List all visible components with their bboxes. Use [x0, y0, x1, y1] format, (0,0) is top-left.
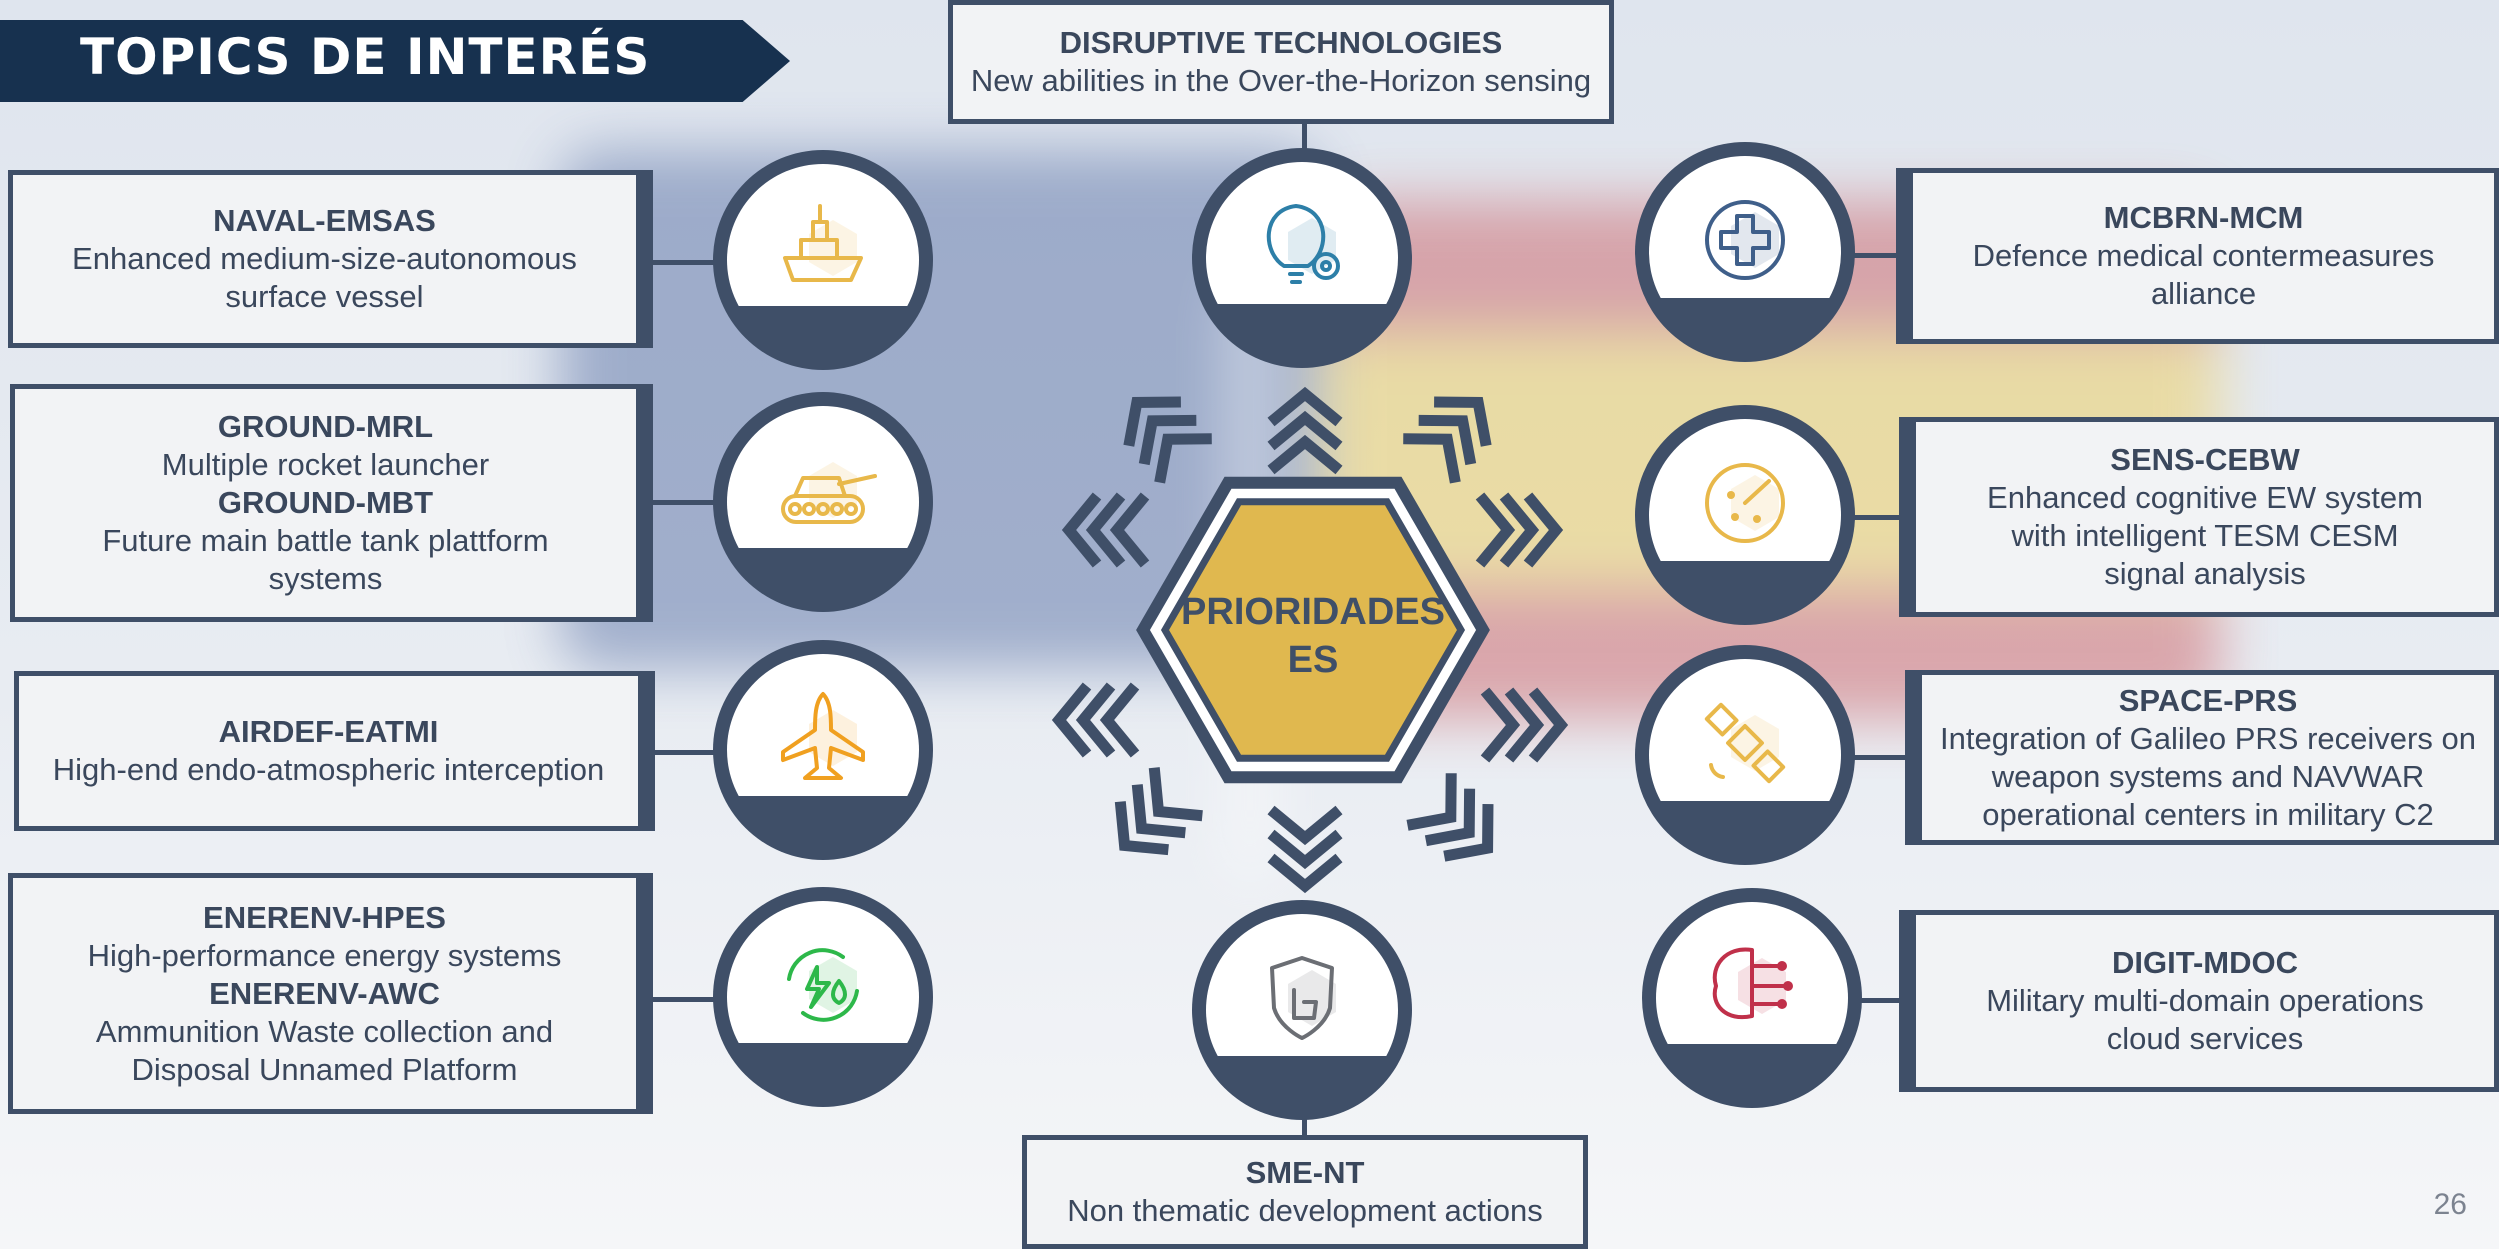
icon-circle-1 — [713, 150, 933, 370]
box-sens-cebw-line-3: signal analysis — [2104, 556, 2306, 591]
box-enerenv-hpes-line-1: High-performance energy systems — [87, 937, 562, 973]
icon-circle-5 — [1192, 148, 1412, 368]
icon-circle-8 — [1635, 405, 1855, 625]
icon-circle-10 — [1642, 888, 1862, 1108]
chevrons-right-lower-icon — [1480, 687, 1569, 763]
box-mcbrn-mcm-line-2: alliance — [2150, 276, 2257, 311]
box-space-prs-line-1: Integration of Galileo PRS receivers on — [1940, 720, 2476, 756]
ship-icon — [783, 204, 863, 282]
box-digit-mdoc-title: DIGIT-MDOC — [2112, 945, 2298, 980]
box-airdef-eatmi: AIRDEF-EATMI High-end endo-atmospheric i… — [14, 671, 655, 831]
box-enerenv-awc-line-1: Ammunition Waste collection and — [95, 1013, 554, 1049]
chevrons-down-icon — [1267, 805, 1343, 894]
box-airdef-eatmi-title: AIRDEF-EATMI — [218, 714, 439, 749]
bottom-box-title: SME-NT — [1245, 1155, 1365, 1190]
box-sens-cebw-line-2: with intelligent TESM CESM — [2011, 518, 2399, 553]
lightbulb-gear-icon — [1266, 204, 1340, 284]
chevrons-left-lower-icon — [1051, 682, 1140, 758]
box-naval-emsas-title: NAVAL-EMSAS — [213, 203, 436, 238]
box-enerenv-awc-title: ENERENV-AWC — [209, 975, 440, 1011]
center-hexagon — [1160, 498, 1466, 762]
brain-circuit-icon — [1712, 947, 1793, 1020]
radar-icon — [1705, 463, 1785, 543]
shield-hand-icon — [1270, 956, 1336, 1040]
box-sens-cebw-title: SENS-CEBW — [2110, 442, 2300, 477]
box-space-prs-line-3: operational centers in military C2 — [1982, 796, 2434, 832]
icon-circle-6 — [1192, 900, 1412, 1120]
bottom-box-text: Non thematic development actions — [1067, 1193, 1543, 1228]
icon-circle-9 — [1635, 645, 1855, 865]
page-number: 26 — [2433, 1188, 2467, 1221]
box-naval-emsas-line-2: surface vessel — [225, 279, 424, 314]
medical-cross-icon — [1705, 200, 1785, 280]
box-space-prs: SPACE-PRS Integration of Galileo PRS rec… — [1905, 670, 2499, 845]
connector-space-prs — [1852, 755, 1908, 760]
box-mcbrn-mcm: MCBRN-MCM Defence medical contermeasures… — [1896, 168, 2499, 344]
bottom-connector — [1302, 1110, 1307, 1138]
box-enerenv-hpes-title: ENERENV-HPES — [203, 899, 446, 935]
page-title: TOPICS DE INTERÉS — [80, 28, 651, 86]
box-digit-mdoc: DIGIT-MDOC Military multi-domain operati… — [1899, 910, 2499, 1092]
connector-ground — [650, 500, 716, 505]
airplane-icon — [781, 692, 865, 780]
box-mcbrn-mcm-line-1: Defence medical contermeasures — [1972, 238, 2435, 273]
box-sens-cebw-line-1: Enhanced cognitive EW system — [1987, 480, 2423, 515]
box-ground: GROUND-MRL Multiple rocket launcher GROU… — [10, 384, 653, 622]
top-box-title: DISRUPTIVE TECHNOLOGIES — [1059, 25, 1503, 60]
connector-airdef-eatmi — [652, 750, 716, 755]
box-digit-mdoc-line-2: cloud services — [2106, 1021, 2304, 1056]
tank-icon — [781, 462, 877, 524]
icon-circle-4 — [713, 887, 933, 1107]
box-digit-mdoc-line-1: Military multi-domain operations — [1986, 983, 2424, 1018]
satellite-icon — [1704, 702, 1786, 784]
box-ground-mrl-line-1: Multiple rocket launcher — [161, 447, 490, 482]
title-banner — [0, 20, 790, 102]
connector-mcbrn-mcm — [1852, 253, 1899, 258]
connector-sens-cebw — [1852, 515, 1902, 520]
box-ground-mbt-line-1: Future main battle tank plattform — [102, 523, 549, 558]
box-space-prs-title: SPACE-PRS — [2118, 682, 2298, 718]
box-ground-mbt-line-2: systems — [268, 561, 383, 596]
bottom-box-sme-nt: SME-NT Non thematic development actions — [1022, 1135, 1588, 1249]
top-box-disruptive-technologies: DISRUPTIVE TECHNOLOGIES New abilities in… — [948, 0, 1614, 124]
connector-naval-emsas — [650, 260, 716, 265]
chevrons-down-right-icon — [1406, 773, 1494, 862]
box-ground-mrl-title: GROUND-MRL — [217, 409, 434, 444]
box-enerenv-awc-line-2: Disposal Unnamed Platform — [131, 1051, 518, 1087]
center-label-line-1: PRIORIDADES — [1181, 591, 1445, 633]
box-space-prs-line-2: weapon systems and NAVWAR — [1991, 758, 2425, 794]
top-connector — [1302, 122, 1307, 152]
icon-circle-2 — [713, 392, 933, 612]
energy-recycle-icon — [787, 948, 859, 1022]
chevrons-up-right-icon — [1403, 396, 1492, 484]
box-naval-emsas: NAVAL-EMSAS Enhanced medium-size-autonom… — [8, 170, 653, 348]
chevrons-up-left-icon — [1123, 396, 1212, 484]
connector-digit-mdoc — [1860, 998, 1902, 1003]
chevrons-up-icon — [1267, 386, 1343, 475]
chevrons-left-upper-icon — [1061, 492, 1150, 568]
box-mcbrn-mcm-title: MCBRN-MCM — [2103, 200, 2304, 235]
chevrons-right-upper-icon — [1475, 492, 1564, 568]
connector-enerenv — [650, 997, 716, 1002]
center-label-line-2: ES — [1288, 639, 1339, 681]
top-box-text: New abilities in the Over-the-Horizon se… — [970, 63, 1592, 98]
box-sens-cebw: SENS-CEBW Enhanced cognitive EW system w… — [1899, 417, 2499, 617]
icon-circle-3 — [713, 640, 933, 860]
chevrons-down-left-icon — [1114, 767, 1203, 856]
box-naval-emsas-line-1: Enhanced medium-size-autonomous — [72, 241, 577, 276]
box-ground-mbt-title: GROUND-MBT — [217, 485, 434, 520]
box-enerenv: ENERENV-HPES High-performance energy sys… — [8, 873, 653, 1114]
box-airdef-eatmi-line-1: High-end endo-atmospheric interception — [52, 752, 605, 787]
icon-circle-7 — [1635, 142, 1855, 362]
